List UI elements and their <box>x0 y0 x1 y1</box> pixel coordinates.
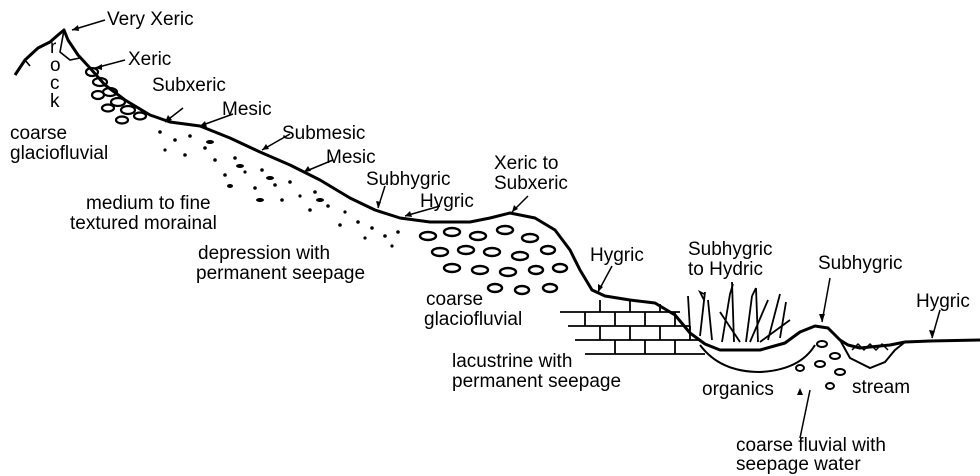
label-depression-1: depression with <box>198 244 330 263</box>
label-coarse-fluvial-1: coarse fluvial with <box>736 436 886 455</box>
label-organics: organics <box>702 380 774 399</box>
label-coarse-glaciofluvial-middle-1: coarse <box>426 290 483 309</box>
label-coarse-fluvial-2: seepage water <box>736 455 861 474</box>
label-lacustrine-2: permanent seepage <box>452 372 621 391</box>
label-coarse-glaciofluvial-middle-2: glaciofluvial <box>424 310 522 329</box>
label-subhygric-lower: Subhygric <box>818 254 903 273</box>
label-stream: stream <box>852 378 910 397</box>
label-subhygric-to-hydric-2: to Hydric <box>688 260 763 279</box>
label-lacustrine-1: lacustrine with <box>452 352 572 371</box>
label-hygric-middle: Hygric <box>590 246 644 265</box>
label-subhygric-to-hydric-1: Subhygric <box>688 240 773 259</box>
upper-boulders <box>86 68 146 124</box>
label-mesic-lower: Mesic <box>326 148 376 167</box>
label-coarse-glaciofluvial-upper-1: coarse <box>10 124 67 143</box>
label-hygric-right: Hygric <box>916 292 970 311</box>
label-xeric-to-subxeric-1: Xeric to <box>494 154 558 173</box>
label-coarse-glaciofluvial-upper-2: glaciofluvial <box>10 144 108 163</box>
label-xeric-to-subxeric-2: Subxeric <box>494 174 568 193</box>
wetland-vegetation <box>688 282 790 342</box>
label-medium-fine-1: medium to fine <box>86 194 211 213</box>
label-medium-fine-2: textured morainal <box>70 214 217 233</box>
label-mesic-upper: Mesic <box>222 100 272 119</box>
label-depression-2: permanent seepage <box>196 264 365 283</box>
fluvial-pebbles <box>796 341 845 389</box>
label-subxeric: Subxeric <box>152 76 226 95</box>
label-hygric-upper: Hygric <box>420 192 474 211</box>
label-very-xeric: Very Xeric <box>107 10 194 29</box>
middle-boulders <box>420 226 567 294</box>
label-subhygric-upper: Subhygric <box>366 170 451 189</box>
label-rock-k: k <box>50 92 60 111</box>
label-xeric: Xeric <box>128 50 171 69</box>
label-submesic: Submesic <box>282 124 365 143</box>
